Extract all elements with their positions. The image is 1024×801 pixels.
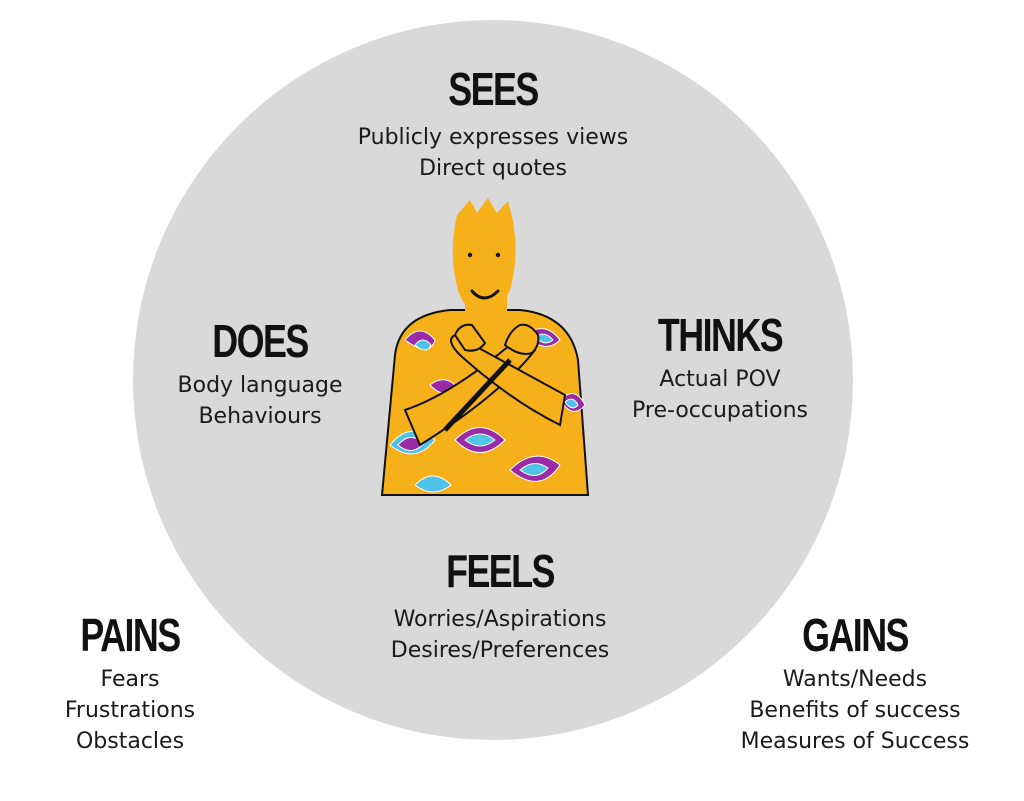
person-torso bbox=[380, 309, 590, 496]
thinks-section: THINKS Actual POV Pre-occupations bbox=[600, 312, 840, 426]
person-pattern bbox=[389, 328, 586, 493]
does-heading: DOES bbox=[212, 315, 309, 367]
sees-heading: SEES bbox=[448, 63, 539, 115]
thinks-heading: THINKS bbox=[657, 309, 784, 361]
thinks-line: Pre-occupations bbox=[632, 398, 808, 423]
feels-line: Desires/Preferences bbox=[390, 638, 610, 663]
person-mouth bbox=[470, 289, 500, 300]
person-eye-right bbox=[495, 252, 501, 258]
pains-line: Obstacles bbox=[75, 729, 185, 754]
gains-heading: GAINS bbox=[802, 609, 909, 661]
person-head bbox=[452, 198, 516, 313]
pains-line: Frustrations bbox=[64, 698, 196, 723]
gains-line: Measures of Success bbox=[740, 729, 970, 754]
person-eye-left bbox=[467, 252, 473, 258]
pains-line: Fears bbox=[100, 667, 160, 692]
person-hand-right bbox=[453, 323, 487, 352]
gains-section: GAINS Wants/Needs Benefits of success Me… bbox=[720, 612, 990, 757]
thinks-line: Actual POV bbox=[659, 367, 781, 392]
does-line: Body language bbox=[177, 373, 343, 398]
does-section: DOES Body language Behaviours bbox=[140, 318, 380, 432]
gains-line: Benefits of success bbox=[749, 698, 961, 723]
person-icon bbox=[380, 198, 590, 496]
gains-line: Wants/Needs bbox=[782, 667, 928, 692]
sees-line: Publicly expresses views bbox=[357, 125, 629, 150]
feels-heading: FEELS bbox=[446, 545, 555, 597]
feels-line: Worries/Aspirations bbox=[393, 607, 607, 632]
person-arm-right bbox=[450, 333, 567, 427]
pains-section: PAINS Fears Frustrations Obstacles bbox=[20, 612, 240, 757]
feels-section: FEELS Worries/Aspirations Desires/Prefer… bbox=[330, 548, 670, 666]
pains-heading: PAINS bbox=[80, 609, 181, 661]
sees-section: SEES Publicly expresses views Direct quo… bbox=[313, 66, 673, 184]
does-line: Behaviours bbox=[198, 404, 322, 429]
sees-line: Direct quotes bbox=[419, 156, 567, 181]
person-hand-left bbox=[503, 323, 540, 355]
person-arm-crease bbox=[443, 358, 512, 432]
